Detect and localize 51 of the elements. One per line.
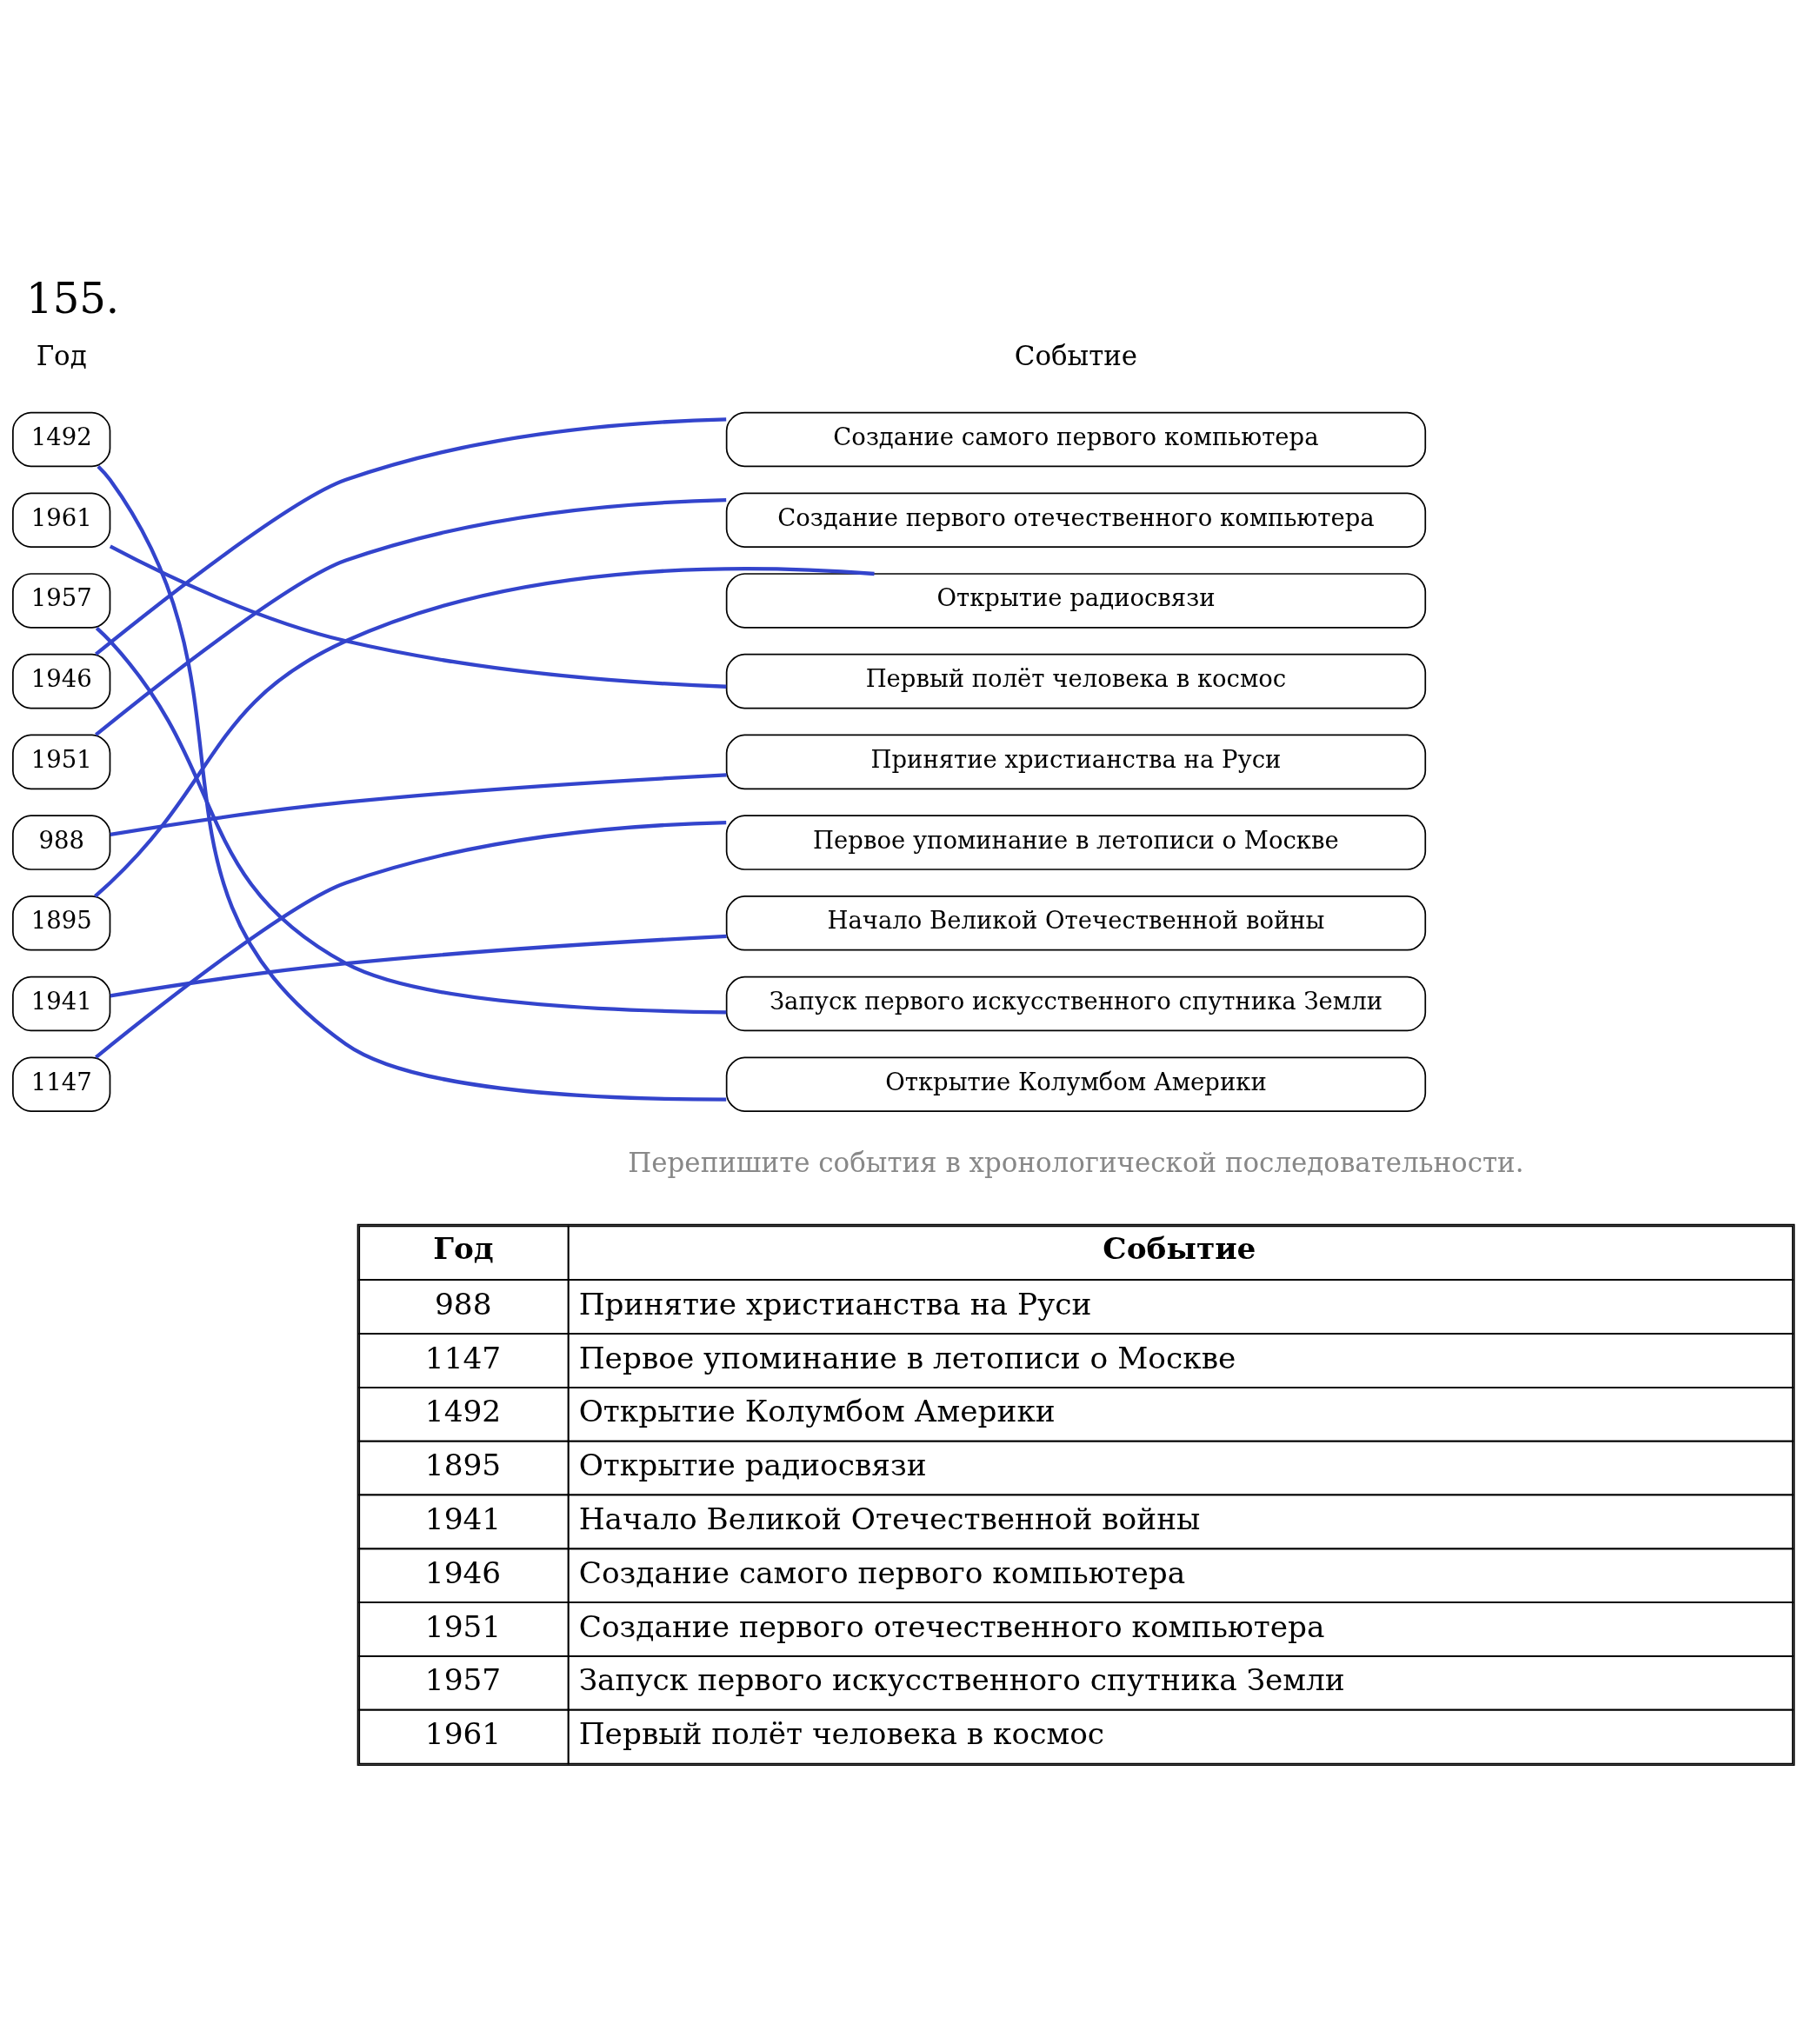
label: Запуск первого искусственного спутника Земли xyxy=(578,1661,1345,1697)
node-box: 1895 xyxy=(12,895,111,951)
node-box: 1492 xyxy=(12,411,111,467)
label: Начало Великой Отечественной войны xyxy=(578,1501,1201,1536)
label: Перепишите события в хронологической последовательности. xyxy=(628,1146,1524,1178)
label: Первое упоминание в летописи о Москве xyxy=(578,1340,1236,1375)
node-box: 1946 xyxy=(12,653,111,709)
connector xyxy=(110,772,727,836)
label: 988 xyxy=(434,1286,492,1322)
label: Год xyxy=(36,339,87,371)
node-box: Принятие христианства на Руси xyxy=(725,734,1427,789)
label: Первый полёт человека в космос xyxy=(578,1715,1105,1751)
connector xyxy=(109,544,727,689)
label: 1492 xyxy=(424,1393,502,1428)
label: Создание самого первого компьютера xyxy=(578,1555,1186,1590)
label: 1147 xyxy=(424,1340,502,1375)
connector xyxy=(95,626,727,1015)
node-box: Первое упоминание в летописи о Москве xyxy=(725,814,1427,870)
diagram-title: 155. xyxy=(26,273,120,323)
node-box: Первый полёт человека в космос xyxy=(725,653,1427,709)
node-box: 1941 xyxy=(12,975,111,1031)
label: Событие xyxy=(1103,1230,1256,1266)
label: Год xyxy=(433,1230,494,1266)
connector xyxy=(110,934,727,997)
node-box: Запуск первого искусственного спутника Земли xyxy=(725,975,1427,1031)
label: Создание первого отечественного компьютера xyxy=(578,1608,1325,1644)
label: 1961 xyxy=(424,1715,502,1751)
connector xyxy=(95,820,727,1059)
node-box: 1147 xyxy=(12,1056,111,1112)
node-box: 1951 xyxy=(12,734,111,789)
node-box: Открытие Колумбом Америки xyxy=(725,1056,1427,1112)
connector xyxy=(95,416,727,656)
label: 1941 xyxy=(424,1501,502,1536)
label: Открытие Колумбом Америки xyxy=(578,1393,1056,1428)
connector xyxy=(95,497,727,736)
label: Открытие радиосвязи xyxy=(578,1447,927,1482)
label: Принятие христианства на Руси xyxy=(578,1286,1092,1322)
label: 1895 xyxy=(424,1447,502,1482)
node-box: Начало Великой Отечественной войны xyxy=(725,895,1427,951)
label: 1951 xyxy=(424,1608,502,1644)
node-box: 1961 xyxy=(12,491,111,548)
label: 1946 xyxy=(424,1555,502,1590)
node-box: 988 xyxy=(12,814,111,870)
node-box: Создание первого отечественного компьютера xyxy=(725,491,1427,548)
connector xyxy=(94,566,875,897)
label: Событие xyxy=(1014,339,1138,371)
node-box: 1957 xyxy=(12,572,111,629)
node-box: Открытие радиосвязи xyxy=(725,572,1427,629)
label: 1957 xyxy=(424,1661,502,1697)
node-box: Создание самого первого компьютера xyxy=(725,411,1427,467)
connector xyxy=(97,464,727,1102)
